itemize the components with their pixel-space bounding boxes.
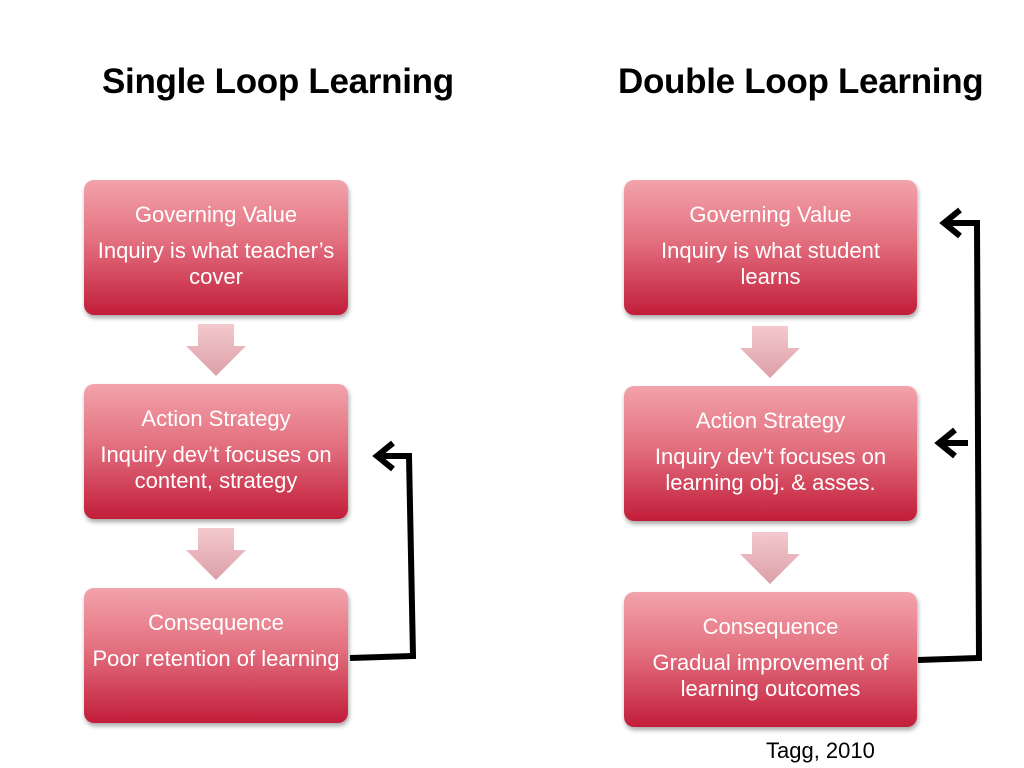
box-body: Inquiry dev’t focuses on content, strate…	[100, 442, 332, 493]
box-heading: Consequence	[702, 614, 839, 639]
single-feedback-loop-line	[349, 453, 417, 661]
double-consequence-box: Consequence Gradual improvement of learn…	[624, 592, 917, 727]
box-body: Inquiry dev’t focuses on learning obj. &…	[654, 444, 887, 495]
arrow-head-icon	[939, 207, 962, 239]
box-heading: Action Strategy	[695, 408, 846, 433]
down-arrow-icon	[740, 326, 800, 378]
arrow-head-icon	[372, 440, 395, 472]
box-body: Gradual improvement of learning outcomes	[652, 650, 889, 701]
single-governing-value-box: Governing Value Inquiry is what teacher’…	[84, 180, 348, 315]
box-body: Inquiry is what student learns	[661, 238, 880, 289]
box-heading: Action Strategy	[141, 406, 291, 431]
arrow-head-icon	[934, 427, 957, 459]
single-consequence-box: Consequence Poor retention of learning	[84, 588, 348, 723]
box-body: Inquiry is what teacher’s cover	[97, 238, 335, 289]
box-heading: Governing Value	[689, 202, 852, 227]
down-arrow-icon	[186, 324, 246, 376]
down-arrow-icon	[740, 532, 800, 584]
box-heading: Consequence	[148, 610, 284, 635]
double-feedback-loop-line	[917, 220, 983, 663]
down-arrow-icon	[186, 528, 246, 580]
citation: Tagg, 2010	[766, 738, 875, 763]
double-loop-title: Double Loop Learning	[618, 62, 984, 101]
double-action-strategy-box: Action Strategy Inquiry dev’t focuses on…	[624, 386, 917, 521]
single-action-strategy-box: Action Strategy Inquiry dev’t focuses on…	[84, 384, 348, 519]
double-governing-value-box: Governing Value Inquiry is what student …	[624, 180, 917, 315]
single-loop-title: Single Loop Learning	[102, 62, 454, 101]
box-heading: Governing Value	[134, 202, 298, 227]
box-body: Poor retention of learning	[92, 646, 340, 671]
